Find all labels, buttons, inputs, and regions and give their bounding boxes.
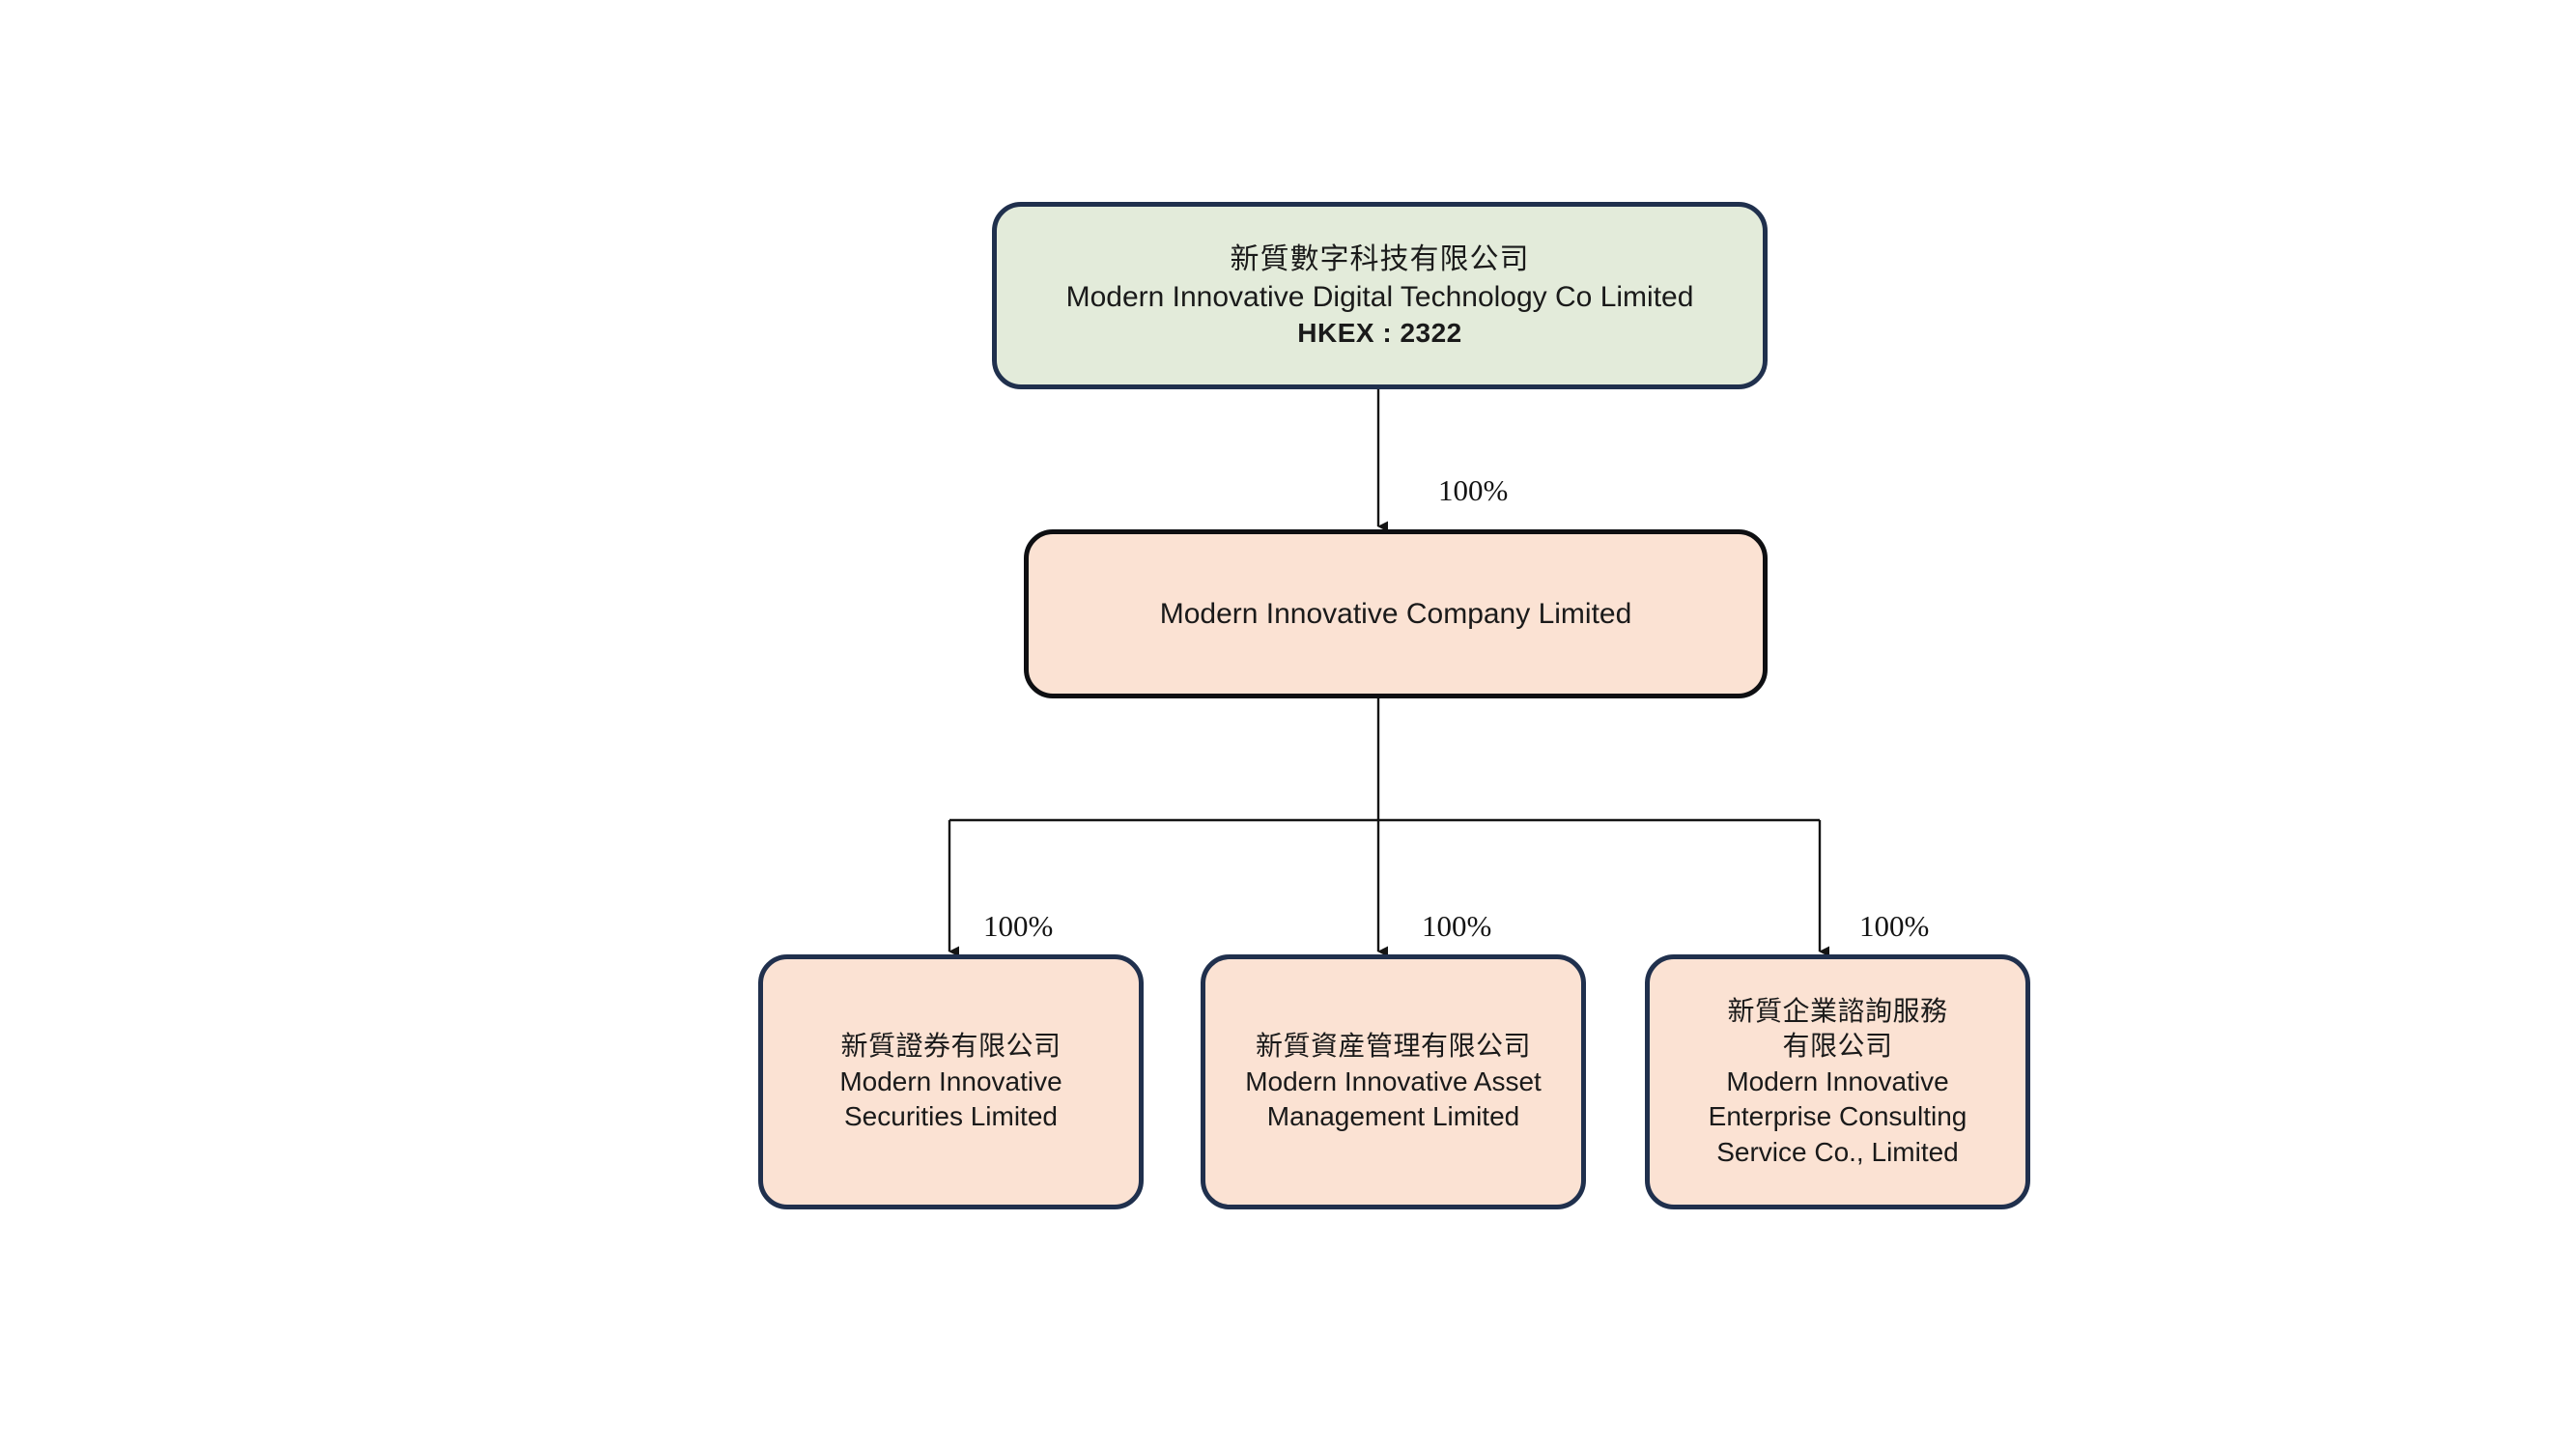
node-leaf-2-text: 新質資産管理有限公司 Modern Innovative Asset Manag… bbox=[1230, 1029, 1557, 1134]
node-root-company[interactable]: 新質數字科技有限公司 Modern Innovative Digital Tec… bbox=[992, 202, 1768, 389]
node-leaf-3-name-cn-2: 有限公司 bbox=[1782, 1031, 1893, 1062]
node-leaf-3-name-en-3: Service Co., Limited bbox=[1716, 1136, 1959, 1167]
node-subsidiary-asset-management[interactable]: 新質資産管理有限公司 Modern Innovative Asset Manag… bbox=[1201, 954, 1586, 1209]
edge-label-mid-to-leaf-1: 100% bbox=[983, 909, 1054, 943]
node-mid-text: Modern Innovative Company Limited bbox=[1145, 595, 1648, 633]
node-root-listing-code: HKEX : 2322 bbox=[1297, 317, 1462, 348]
node-leaf-3-text: 新質企業諮詢服務 有限公司 Modern Innovative Enterpri… bbox=[1693, 994, 1983, 1170]
node-leaf-3-name-en-2: Enterprise Consulting bbox=[1708, 1101, 1967, 1132]
node-subsidiary-enterprise-consulting[interactable]: 新質企業諮詢服務 有限公司 Modern Innovative Enterpri… bbox=[1645, 954, 2030, 1209]
node-leaf-1-name-en-2: Securities Limited bbox=[844, 1101, 1058, 1132]
node-mid-name-en: Modern Innovative Company Limited bbox=[1159, 598, 1632, 630]
edge-label-mid-to-leaf-2: 100% bbox=[1422, 909, 1492, 943]
edge-label-root-to-mid: 100% bbox=[1438, 473, 1509, 507]
node-subsidiary-securities[interactable]: 新質證券有限公司 Modern Innovative Securities Li… bbox=[758, 954, 1144, 1209]
node-leaf-1-name-cn: 新質證券有限公司 bbox=[840, 1031, 1062, 1062]
node-leaf-1-text: 新質證券有限公司 Modern Innovative Securities Li… bbox=[824, 1029, 1077, 1134]
node-root-name-en: Modern Innovative Digital Technology Co … bbox=[1065, 280, 1694, 313]
node-root-text: 新質數字科技有限公司 Modern Innovative Digital Tec… bbox=[1051, 241, 1710, 351]
node-leaf-3-name-cn-1: 新質企業諮詢服務 bbox=[1727, 996, 1948, 1027]
node-leaf-3-name-en-1: Modern Innovative bbox=[1726, 1065, 1949, 1096]
edge-label-mid-to-leaf-3: 100% bbox=[1859, 909, 1930, 943]
node-leaf-2-name-en-1: Modern Innovative Asset bbox=[1245, 1065, 1542, 1096]
node-intermediate-company[interactable]: Modern Innovative Company Limited bbox=[1024, 529, 1768, 698]
node-leaf-2-name-cn: 新質資産管理有限公司 bbox=[1255, 1031, 1531, 1062]
node-leaf-2-name-en-2: Management Limited bbox=[1266, 1101, 1520, 1132]
node-root-name-cn: 新質數字科技有限公司 bbox=[1230, 242, 1530, 275]
node-leaf-1-name-en-1: Modern Innovative bbox=[839, 1065, 1062, 1096]
